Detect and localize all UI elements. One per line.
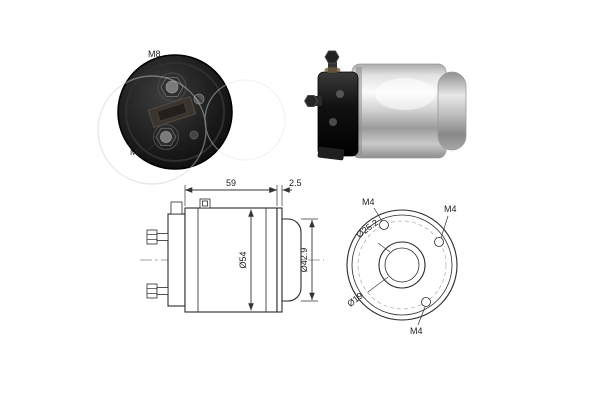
- top-tab-inner: [202, 200, 208, 207]
- photo-black-cap: [317, 71, 359, 157]
- photo-terminal-top: [324, 50, 341, 74]
- thread-label-top: M8: [148, 49, 161, 59]
- terminal-stud-top: [157, 72, 187, 102]
- terminal-bolt-top: [146, 229, 169, 245]
- thread-label-bottom: M6: [130, 147, 143, 157]
- cap-section: [167, 213, 186, 307]
- terminal-bolt-bottom: [146, 283, 169, 299]
- inner-circle: [384, 247, 420, 283]
- m4-hole: [421, 297, 431, 307]
- photo-body: [351, 63, 447, 159]
- leader-m6: [146, 141, 159, 151]
- terminal-stud-bottom: [152, 123, 180, 151]
- contact-bracket: [147, 96, 197, 128]
- product-photo: [304, 50, 467, 161]
- leader-inner-dia: [367, 276, 389, 293]
- flange-view-drawing: M4 M4 M4 Ø25.2 Ø19: [345, 197, 458, 336]
- leader-m4-b: [440, 215, 449, 239]
- dim-flange-label: 2.5: [289, 178, 302, 188]
- leader-bolt-circle: [377, 242, 391, 253]
- dim-length-label: 59: [226, 178, 236, 188]
- bolt-circle: [357, 220, 447, 310]
- photo-highlight: [375, 78, 435, 110]
- cap-rivet-icon: [336, 90, 344, 98]
- flange-section: [276, 207, 283, 313]
- dim-cap-dia-label: Ø42.9: [299, 248, 309, 273]
- photo-bracket: [317, 146, 345, 161]
- end-view-rim: [125, 62, 225, 162]
- leader-m4-a: [373, 207, 383, 222]
- side-view-drawing: 59 2.5 Ø54 Ø42.9: [140, 178, 324, 313]
- m4-hole: [434, 237, 444, 247]
- small-rivet-icon: [189, 130, 199, 140]
- top-bracket: [170, 201, 183, 215]
- plunger-cap: [281, 218, 302, 302]
- photo-seam-ring: [356, 67, 362, 155]
- end-view-photo: M8 M6: [117, 49, 233, 170]
- m4-label-c: M4: [410, 326, 423, 336]
- dim-body-dia-label: Ø54: [238, 251, 248, 268]
- m4-hole: [379, 220, 389, 230]
- leader-m4-c: [417, 306, 426, 326]
- m4-label-a: M4: [362, 197, 375, 207]
- screw-slot: [195, 95, 203, 103]
- photo-end-cap: [437, 71, 467, 151]
- body-outline: [184, 207, 278, 313]
- cap-rivet-icon: [329, 118, 337, 126]
- m4-label-b: M4: [444, 204, 457, 214]
- photo-terminal-side: [304, 95, 322, 107]
- watermark: [97, 75, 286, 185]
- leader-m8: [157, 59, 172, 80]
